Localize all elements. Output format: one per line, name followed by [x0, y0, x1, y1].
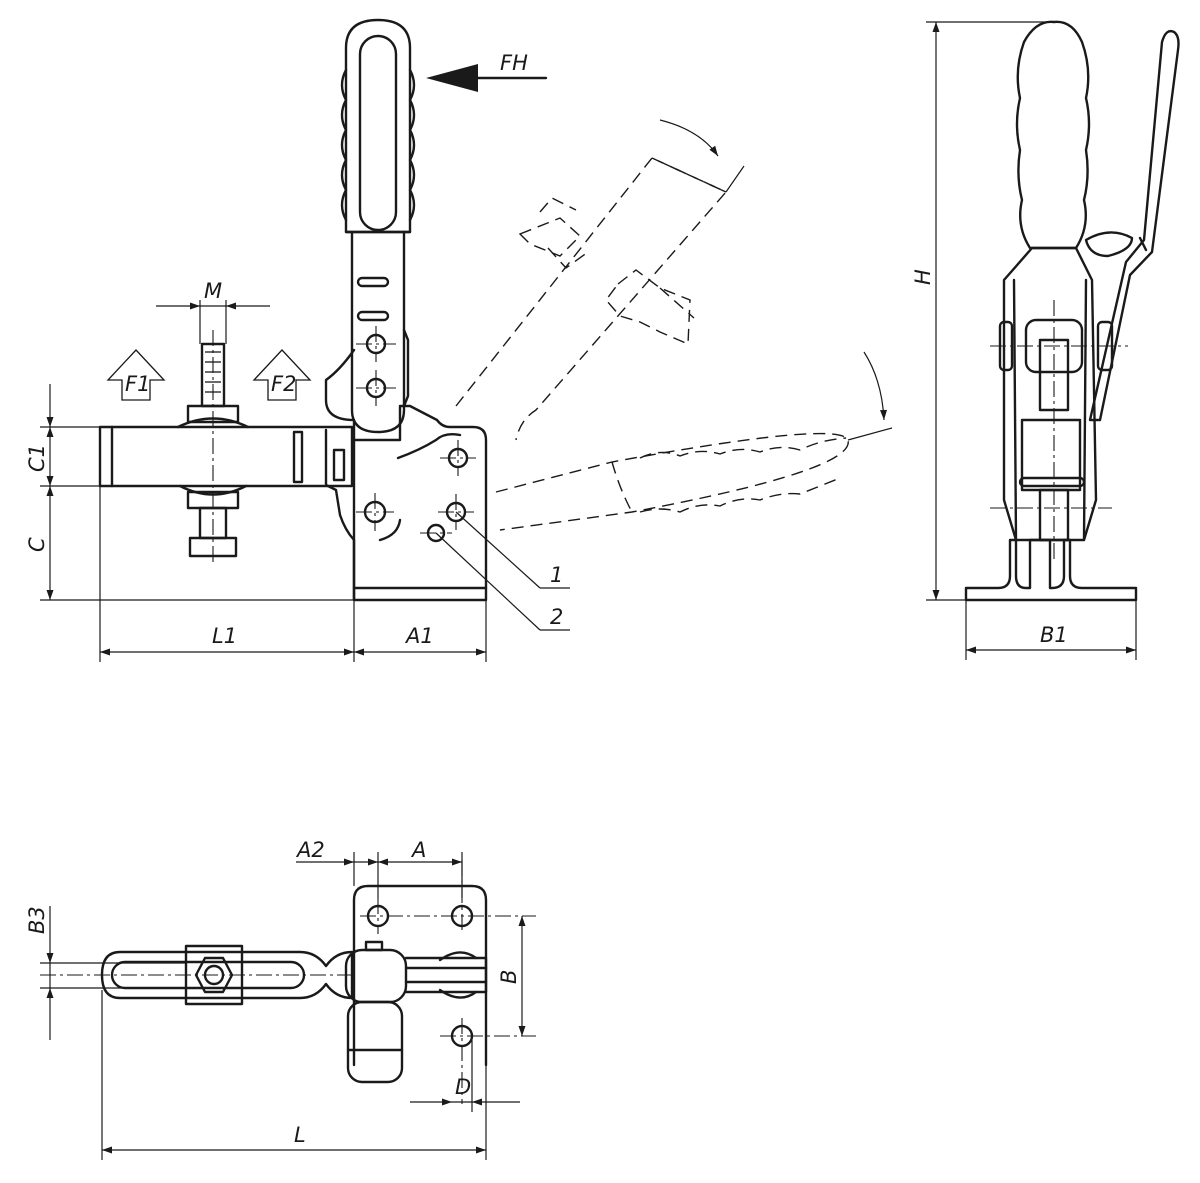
top-lever	[346, 1000, 404, 1084]
dimension-a2-a: A2 A	[295, 838, 463, 898]
side-body	[1002, 246, 1098, 542]
label-a1: A1	[404, 624, 434, 648]
side-base	[964, 538, 1138, 602]
body-curve	[324, 483, 356, 602]
force-arrow-f2: F2	[252, 349, 312, 401]
dimension-b1: B1	[965, 600, 1137, 660]
top-spindle-block	[184, 944, 244, 1006]
top-view	[40, 860, 536, 1104]
dimension-l: L	[101, 990, 487, 1160]
dimension-b3: B3	[25, 906, 186, 1040]
label-b1: B1	[1040, 623, 1068, 647]
dimension-c1-c: C1 C	[25, 384, 354, 601]
dimension-m: M	[156, 279, 270, 344]
callout-2: 2	[550, 605, 563, 629]
label-l1: L1	[212, 624, 237, 648]
label-m: M	[204, 279, 222, 303]
body-side-plate	[324, 348, 356, 442]
label-a2: A2	[295, 838, 325, 862]
label-h: H	[911, 269, 935, 285]
force-arrow-f1: F1	[106, 349, 166, 401]
label-fh: FH	[500, 51, 528, 75]
label-f1: F1	[125, 372, 150, 396]
label-b3: B3	[25, 906, 49, 934]
phantom-open-position	[455, 119, 893, 531]
label-f2: F2	[271, 372, 296, 396]
handle-link	[350, 230, 406, 434]
pivot-arc	[378, 518, 402, 542]
dimension-b: B	[497, 916, 526, 1036]
link-slot-1	[356, 276, 390, 288]
label-d: D	[455, 1075, 471, 1099]
label-b: B	[497, 970, 521, 984]
dimension-d: D	[410, 1040, 520, 1112]
grip-inner	[358, 34, 398, 232]
dimension-l1-a1: L1 A1	[99, 486, 487, 662]
link-slot-2	[356, 310, 390, 322]
pivot-plate	[396, 432, 462, 460]
side-view	[964, 20, 1180, 602]
base-plate	[352, 404, 488, 602]
label-c1: C1	[25, 444, 49, 472]
top-base-plate	[352, 884, 488, 1067]
handle-grip	[344, 18, 412, 234]
front-view	[98, 18, 488, 602]
side-grip	[1015, 20, 1091, 250]
callout-1: 1	[550, 563, 563, 587]
label-l: L	[294, 1123, 306, 1147]
label-c: C	[25, 537, 49, 552]
dimension-h: H	[911, 21, 1054, 601]
callouts: 1 2	[435, 511, 570, 631]
side-lever	[1088, 29, 1180, 422]
arm-clip	[332, 448, 346, 482]
side-clamp-block	[1020, 418, 1082, 492]
arm-spring	[292, 430, 304, 484]
clamp-arm	[98, 425, 354, 488]
force-arrow-fh: FH	[426, 51, 548, 92]
label-a: A	[410, 838, 426, 862]
